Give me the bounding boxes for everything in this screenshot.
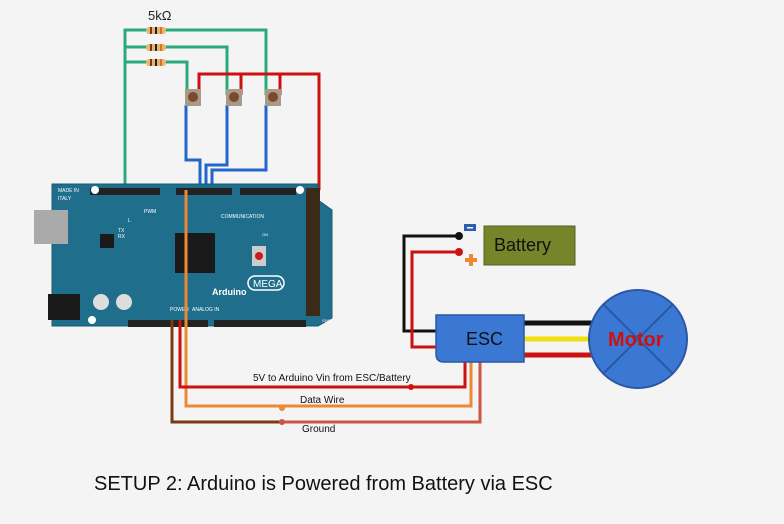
esc: ESC [435, 314, 525, 363]
battery-wires [402, 234, 459, 349]
wire-power [178, 320, 467, 389]
push-buttons [185, 89, 281, 106]
wire-data [184, 190, 473, 408]
gnd-label: GND [322, 318, 331, 323]
esc-label: ESC [466, 329, 503, 349]
motor: Motor [588, 289, 688, 389]
led-l-label: L [128, 218, 131, 224]
wire-ground [170, 320, 482, 424]
pwm-label: PWM [144, 209, 156, 215]
led-on-label: ON [262, 232, 268, 237]
arduino-mega-board: MADE IN ITALY PWM COMMUNICATION L TX RX … [34, 183, 333, 327]
data-wire-label: Data Wire [300, 395, 345, 406]
country-label: ITALY [58, 196, 72, 202]
push-button[interactable] [226, 89, 242, 106]
power-wire-label: 5V to Arduino Vin from ESC/Battery [253, 373, 411, 384]
digital-header [306, 188, 320, 316]
motor-wires [524, 320, 595, 358]
motor-label: Motor [608, 329, 664, 351]
resistor-label: 5kΩ [148, 8, 172, 23]
blue-wires [184, 105, 268, 190]
push-button[interactable] [265, 89, 281, 106]
power-label: POWER [170, 307, 189, 313]
power-jack [48, 294, 80, 320]
arduino-model: MEGA [253, 279, 283, 290]
arduino-brand: Arduino [212, 287, 247, 297]
communication-label: COMMUNICATION [221, 214, 264, 220]
red-wires-top [197, 72, 321, 190]
led-tx-label: TX [118, 228, 125, 234]
push-button[interactable] [185, 89, 201, 106]
analog-in-label: ANALOG IN [192, 307, 220, 313]
made-in-label: MADE IN [58, 188, 79, 194]
battery: Battery [464, 224, 576, 266]
plus-terminal-icon [465, 254, 477, 266]
resistor [146, 27, 166, 34]
resistor [146, 44, 166, 51]
usb-port [34, 210, 68, 244]
resistors [146, 27, 166, 66]
microcontroller-chip [175, 233, 215, 273]
battery-label: Battery [494, 235, 551, 255]
ground-wire-label: Ground [302, 424, 335, 435]
green-wires [123, 28, 268, 190]
caption: SETUP 2: Arduino is Powered from Battery… [94, 473, 553, 495]
led-rx-label: RX [118, 234, 126, 240]
resistor [146, 59, 166, 66]
